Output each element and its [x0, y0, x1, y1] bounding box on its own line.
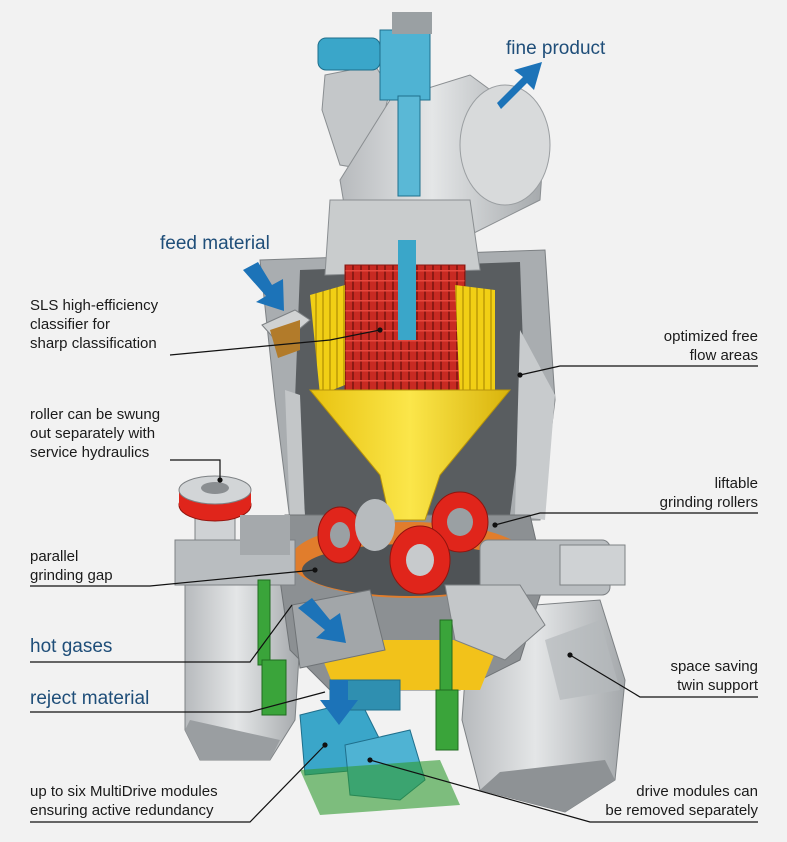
- label-roller-swung-line-2: out separately with: [30, 425, 156, 442]
- label-grinding-gap-line-1: parallel: [30, 548, 79, 565]
- label-hot-gases: hot gases: [30, 636, 113, 657]
- label-free-flow: optimized free flow areas: [664, 327, 758, 365]
- classifier-drive-motor: [317, 12, 432, 197]
- label-feed-material: feed material: [160, 233, 270, 254]
- grit-cone: [308, 389, 512, 521]
- label-roller-swung-line-3: service hydraulics: [30, 444, 150, 461]
- label-classifier: SLS high-efficiency classifier for sharp…: [30, 296, 158, 353]
- reject-material-arrow: [320, 680, 358, 725]
- label-roller-swung-line-1: roller can be swung: [30, 406, 161, 423]
- label-classifier-line-2: classifier for: [30, 316, 111, 333]
- label-twin-support: space saving twin support: [670, 657, 758, 695]
- label-roller-swung: roller can be swung out separately with …: [30, 405, 160, 462]
- feed-chute: [261, 309, 311, 358]
- label-twin-support-line-1: space saving: [670, 658, 758, 675]
- leader-twin-support: [569, 654, 758, 698]
- right-roller-arm: [444, 539, 626, 661]
- label-free-flow-line-1: optimized free: [663, 328, 758, 345]
- label-twin-support-line-2: twin support: [677, 677, 758, 694]
- label-multidrive-line-2: ensuring active redundancy: [30, 802, 214, 819]
- label-drive-modules: drive modules can be removed separately: [605, 782, 758, 820]
- leader-roller-swung: [170, 459, 221, 480]
- label-classifier-line-1: SLS high-efficiency: [30, 297, 159, 314]
- fine-product-arrow: [497, 62, 542, 109]
- leader-lines: [30, 327, 758, 823]
- hot-gases-arrow: [298, 598, 346, 643]
- swung-out-roller: [174, 475, 296, 586]
- label-multidrive-line-1: up to six MultiDrive modules: [30, 783, 218, 800]
- leader-liftable: [494, 512, 758, 526]
- label-drive-modules-line-2: be removed separately: [605, 802, 758, 819]
- label-free-flow-line-2: flow areas: [689, 347, 758, 364]
- leader-classifier: [169, 329, 381, 356]
- label-classifier-line-3: sharp classification: [30, 335, 157, 352]
- hydraulic-cylinders: [257, 579, 459, 751]
- label-liftable-line-2: grinding rollers: [659, 494, 758, 511]
- classifier-cage: [310, 240, 495, 400]
- label-multidrive: up to six MultiDrive modules ensuring ac…: [30, 782, 218, 820]
- label-reject-material: reject material: [30, 688, 150, 709]
- leader-multidrive: [30, 744, 326, 823]
- top-outlet-duct: [321, 64, 551, 276]
- label-fine-product: fine product: [506, 38, 606, 59]
- leader-reject: [30, 691, 326, 713]
- label-liftable-line-1: liftable: [714, 475, 758, 492]
- leader-free-flow: [519, 365, 758, 376]
- label-grinding-gap: parallel grinding gap: [30, 547, 113, 585]
- leader-drive-modules: [369, 759, 758, 823]
- grinding-rollers: [317, 491, 489, 595]
- label-liftable: liftable grinding rollers: [660, 474, 758, 512]
- feed-material-arrow: [243, 262, 284, 311]
- label-grinding-gap-line-2: grinding gap: [30, 567, 113, 584]
- leader-grinding-gap: [30, 569, 316, 587]
- label-drive-modules-line-1: drive modules can: [636, 783, 758, 800]
- leader-hot-gases: [30, 604, 293, 663]
